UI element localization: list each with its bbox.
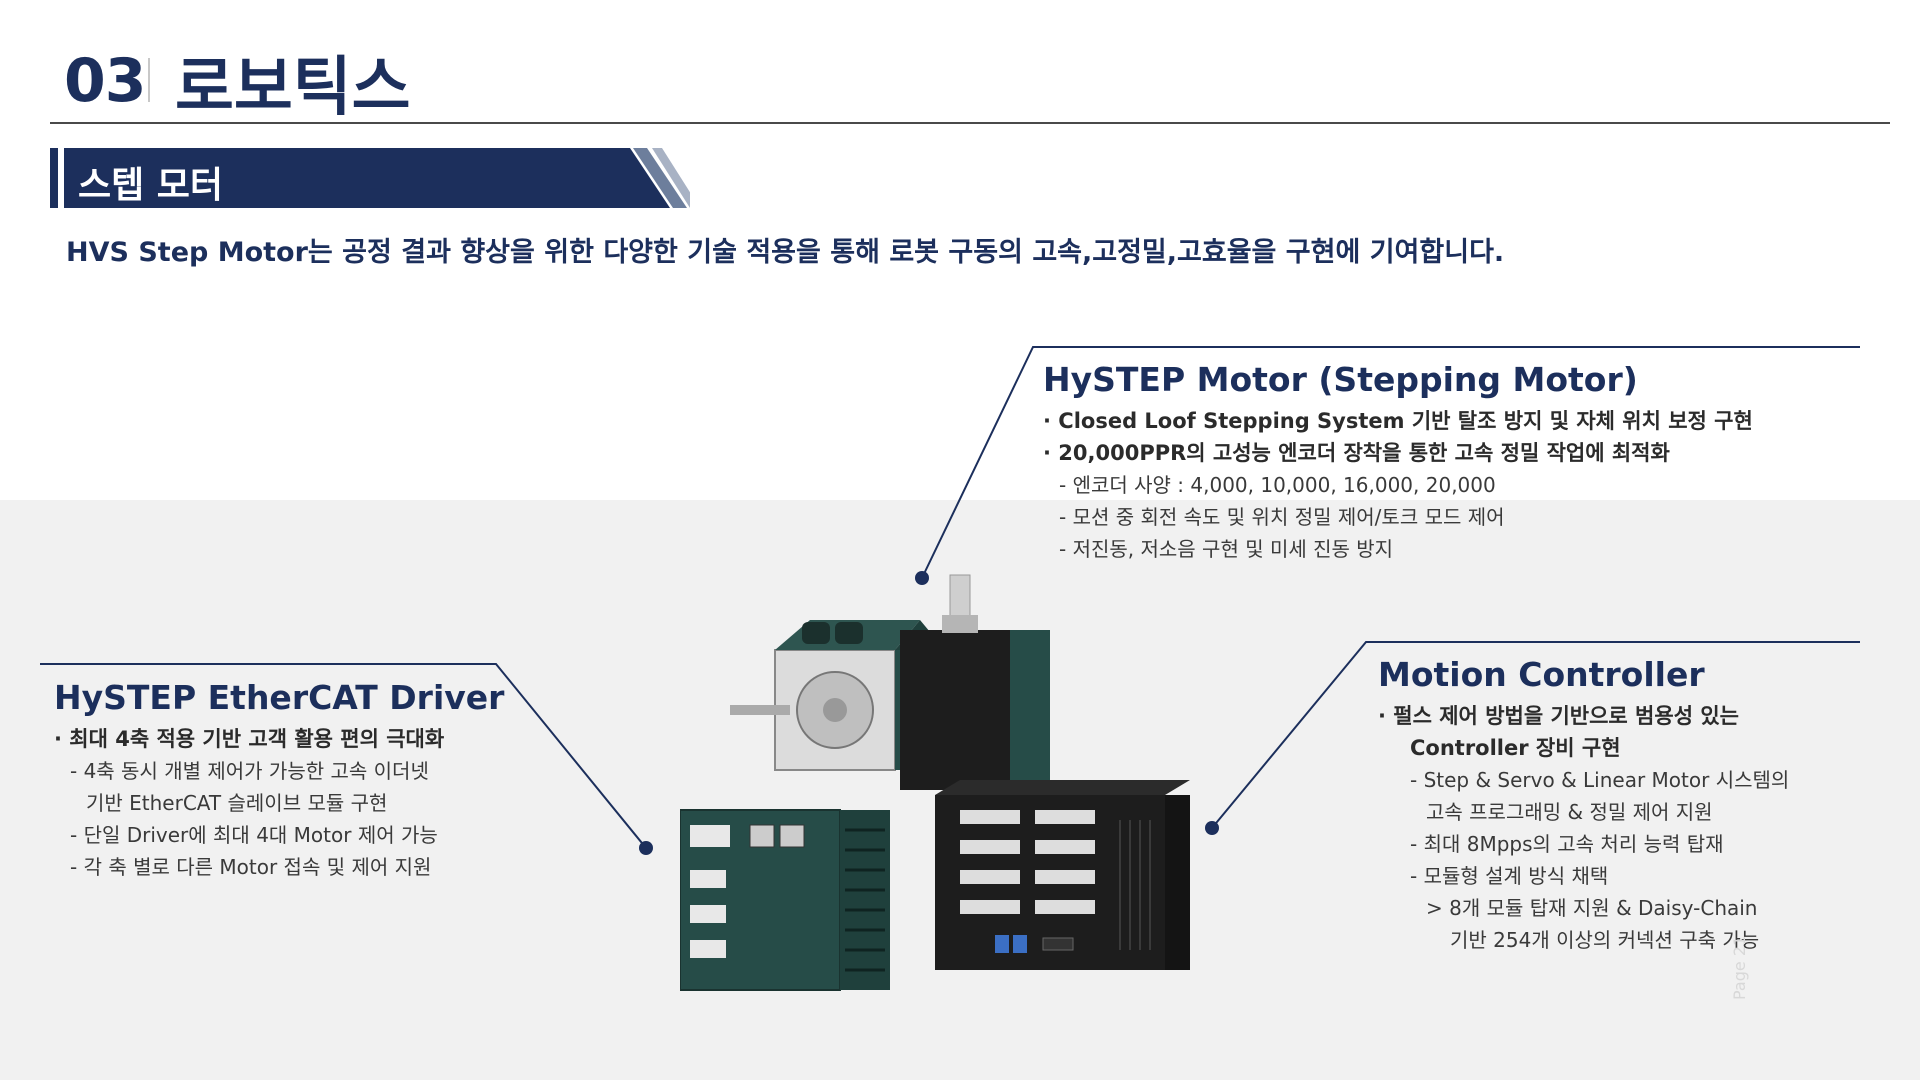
motor-title: HySTEP Motor (Stepping Motor) xyxy=(1043,360,1638,399)
controller-line: > 8개 모듈 탑재 지원 & Daisy-Chain xyxy=(1426,896,1758,920)
driver-line: - 4축 동시 개별 제어가 가능한 고속 이더넷 xyxy=(70,759,429,783)
ethercat-driver-image xyxy=(680,809,890,991)
motor-line: - 모션 중 회전 속도 및 위치 정밀 제어/토크 모드 제어 xyxy=(1059,505,1505,529)
motor-line: - 엔코더 사양 : 4,000, 10,000, 16,000, 20,000 xyxy=(1059,473,1496,497)
header-rule xyxy=(50,122,1890,124)
driver-title: HySTEP EtherCAT Driver xyxy=(54,678,505,717)
driver-line: - 단일 Driver에 최대 4대 Motor 제어 가능 xyxy=(70,823,438,847)
controller-line: 기반 254개 이상의 커넥션 구축 가능 xyxy=(1450,928,1760,952)
controller-line: - 모듈형 설계 방식 채택 xyxy=(1410,864,1609,888)
controller-title: Motion Controller xyxy=(1378,655,1705,694)
motion-controller-image xyxy=(935,780,1190,970)
motor-callout: HySTEP Motor (Stepping Motor) · Closed L… xyxy=(1043,360,1753,565)
controller-line: Controller 장비 구현 xyxy=(1410,736,1621,760)
driver-callout: HySTEP EtherCAT Driver · 최대 4축 적용 기반 고객 … xyxy=(54,678,504,883)
section-banner xyxy=(50,148,690,208)
stepping-motor-image xyxy=(730,574,1050,790)
controller-line: · 펄스 제어 방법을 기반으로 범용성 있는 xyxy=(1378,704,1739,728)
chapter-number: 03 xyxy=(64,46,146,116)
controller-line: - 최대 8Mpps의 고속 처리 능력 탑재 xyxy=(1410,832,1724,856)
driver-line: 기반 EtherCAT 슬레이브 모듈 구현 xyxy=(86,791,388,815)
controller-callout: Motion Controller · 펄스 제어 방법을 기반으로 범용성 있… xyxy=(1378,655,1789,956)
header-divider xyxy=(148,58,150,102)
section-title: 스텝 모터 xyxy=(78,165,224,206)
page-number: Page 21 xyxy=(1730,935,1749,1000)
motor-line: - 저진동, 저소음 구현 및 미세 진동 방지 xyxy=(1059,537,1394,561)
driver-line: · 최대 4축 적용 기반 고객 활용 편의 극대화 xyxy=(54,727,445,751)
controller-line: - Step & Servo & Linear Motor 시스템의 xyxy=(1410,768,1790,792)
page-title: 로보틱스 xyxy=(175,51,411,125)
motor-line: · Closed Loof Stepping System 기반 탈조 방지 및… xyxy=(1043,409,1753,433)
intro-text: HVS Step Motor는 공정 결과 향상을 위한 다양한 기술 적용을 … xyxy=(66,237,1505,268)
controller-line: 고속 프로그래밍 & 정밀 제어 지원 xyxy=(1426,800,1713,824)
motor-line: · 20,000PPR의 고성능 엔코더 장착을 통한 고속 정밀 작업에 최적… xyxy=(1043,441,1670,465)
driver-line: - 각 축 별로 다른 Motor 접속 및 제어 지원 xyxy=(70,855,432,879)
